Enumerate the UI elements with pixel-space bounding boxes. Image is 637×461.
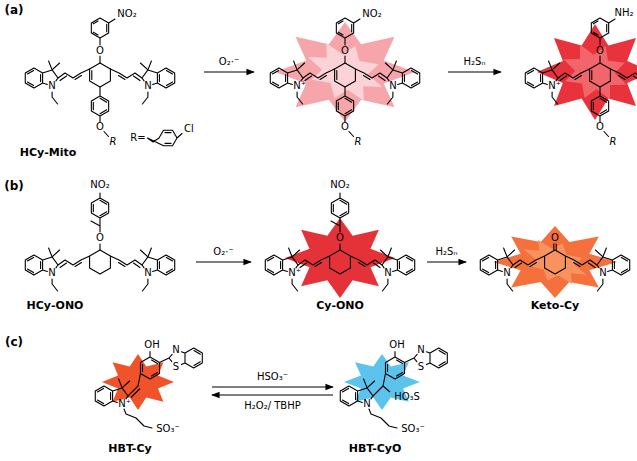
atom-label: NH₂	[614, 8, 633, 18]
atom-label: O	[596, 46, 604, 56]
reaction-arrow	[212, 386, 333, 387]
nitrophenyl-ether-skeleton	[331, 193, 349, 250]
atom-label: N	[144, 81, 151, 91]
carbonyl-bond	[554, 244, 556, 251]
atom-label: SO₃⁻	[156, 424, 180, 434]
atom-label: R=	[130, 133, 145, 143]
panel-label: (c)	[5, 336, 23, 348]
cyanine-skeleton	[480, 248, 629, 291]
atom-label: N⁺	[288, 268, 301, 278]
atom-label: N	[599, 268, 606, 278]
cyanine-skeleton	[25, 248, 174, 291]
reaction-arrow	[427, 261, 466, 262]
reagent-label: O₂·⁻	[213, 247, 233, 257]
reaction-arrow	[448, 71, 501, 72]
atom-label: Cl	[184, 124, 194, 134]
atom-label: N	[48, 81, 55, 91]
benzyl-chloride-skeleton	[148, 130, 183, 146]
cyanine-skeleton	[265, 248, 414, 291]
atom-label: N⁺	[118, 399, 131, 409]
atom-label: N	[144, 268, 151, 278]
atom-label: R	[110, 137, 117, 147]
reaction-arrow	[204, 71, 254, 72]
atom-label: O	[96, 233, 104, 243]
cyanine-skeleton	[270, 18, 419, 137]
compound-name: HCy-ONO	[27, 300, 84, 311]
atom-label: R	[355, 137, 362, 147]
molecule: NO₂ O N N HCy-ONO	[12, 176, 192, 316]
fluorescence-burst	[537, 24, 637, 120]
atom-label: HO₃S	[394, 392, 420, 402]
reagent-label: H₂Sₙ	[436, 247, 458, 257]
sulfonate-bond	[383, 386, 390, 392]
compound-name: HBT-CyO	[349, 443, 402, 454]
reagent-label: H₂O₂/ TBHP	[244, 401, 300, 411]
atom-label: N⁺	[293, 81, 306, 91]
atom-label: R	[610, 137, 617, 147]
reaction-arrow	[196, 261, 251, 262]
fluorescence-burst	[344, 354, 420, 410]
atom-label: NO₂	[90, 180, 109, 190]
atom-label: NO₂	[362, 9, 381, 19]
molecule: NH₂ON⁺OR	[505, 4, 636, 160]
atom-label: S	[418, 362, 424, 372]
hbt-cyanine-skeleton	[95, 348, 202, 428]
panel-label: (b)	[4, 180, 24, 192]
atom-label: O	[341, 122, 349, 132]
molecule: O N N Keto-Cy	[470, 176, 636, 316]
double-bond	[131, 389, 140, 398]
reagent-label: HSO₃⁻	[257, 372, 288, 382]
atom-label: N	[417, 345, 424, 355]
cyanine-skeleton	[525, 18, 637, 137]
fluorescence-burst	[493, 226, 617, 298]
atom-label: O	[336, 233, 344, 243]
atom-label: O	[96, 46, 104, 56]
atom-label: N	[48, 268, 55, 278]
fluorescence-burst	[516, 231, 594, 294]
compound-name: HBT-Cy	[108, 443, 151, 454]
atom-label: OH	[389, 340, 404, 350]
reagent-label: O₂·⁻	[219, 57, 239, 67]
hbt-cyanine-skeleton	[340, 348, 447, 428]
atom-label: O	[341, 46, 349, 56]
atom-label: N	[172, 345, 179, 355]
atom-label: N	[503, 268, 510, 278]
atom-label: S	[173, 362, 179, 372]
atom-label: O	[551, 233, 559, 243]
atom-label: N⁺	[548, 81, 561, 91]
atom-label: OH	[144, 340, 159, 350]
reagent-label: H₂Sₙ	[464, 57, 486, 67]
compound-name: Keto-Cy	[531, 300, 579, 311]
atom-label: NO₂	[117, 9, 136, 19]
reaction-arrow	[212, 394, 333, 395]
atom-label: O	[96, 122, 104, 132]
cyanine-skeleton	[25, 18, 174, 137]
atom-label: NO₂	[330, 180, 349, 190]
atom-label: N	[363, 399, 370, 409]
molecule: NO₂ONNORR=ClHCy-Mito	[12, 4, 200, 160]
panel-label: (a)	[4, 4, 23, 16]
atom-label: SO₃⁻	[401, 424, 425, 434]
atom-label: N	[389, 81, 396, 91]
fluorescence-burst	[275, 22, 415, 122]
molecule: OH NS N⁺ SO₃⁻ HBT-Cy	[92, 336, 208, 456]
compound-name: Cy-ONO	[316, 300, 364, 311]
molecule: NO₂ O N⁺ N Cy-ONO	[255, 176, 423, 316]
nitrophenyl-ether-skeleton	[91, 193, 109, 250]
compound-name: HCy-Mito	[20, 147, 77, 158]
atom-label: N	[384, 268, 391, 278]
molecule: OHNSHO₃SNSO₃⁻HBT-CyO	[337, 336, 453, 456]
atom-label: O	[596, 122, 604, 132]
molecule: NO₂ON⁺NOR	[258, 4, 444, 160]
